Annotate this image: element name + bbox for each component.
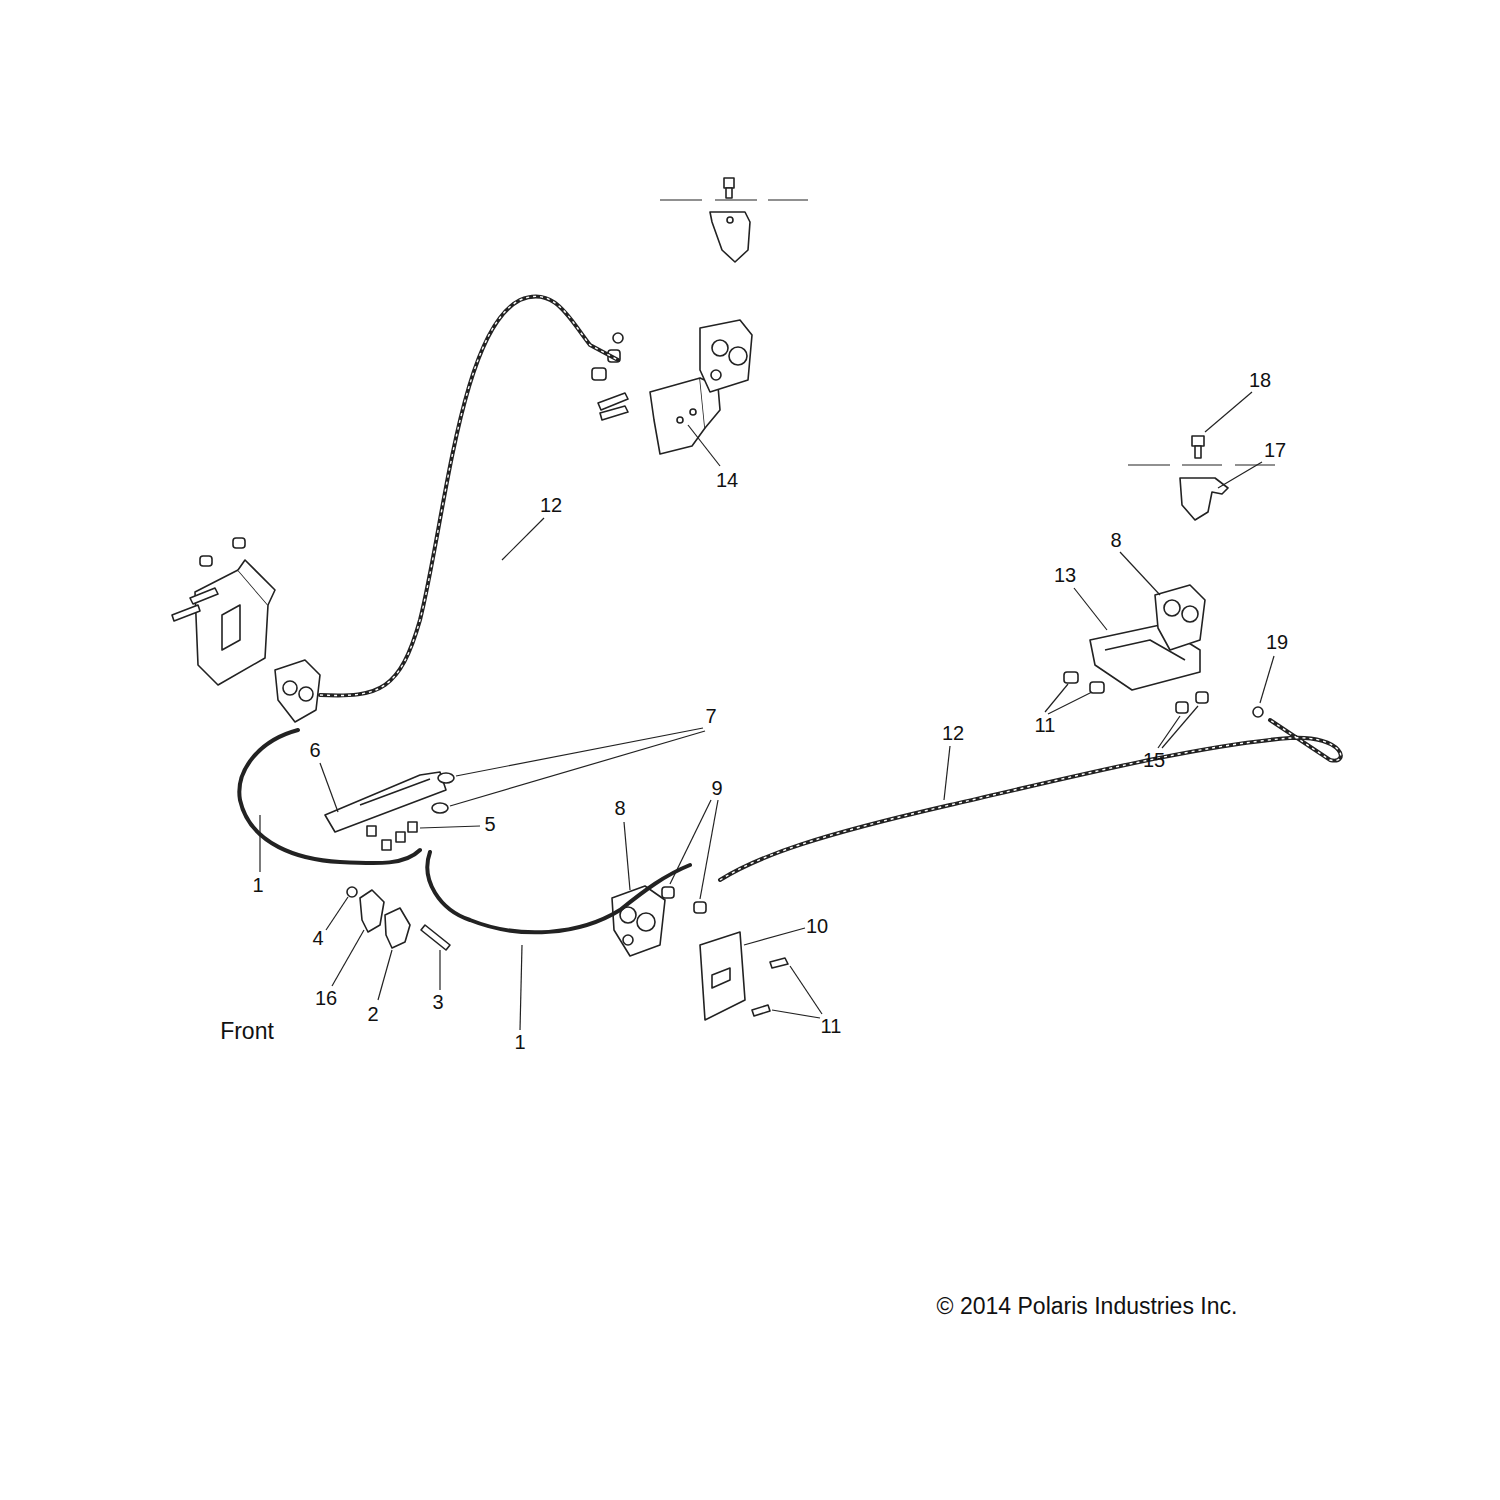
callout-number: 9 bbox=[711, 778, 722, 798]
callout-number: 8 bbox=[1110, 530, 1121, 550]
note-text: © 2014 Polaris Industries Inc. bbox=[937, 1295, 1238, 1318]
callout-number: 3 bbox=[432, 992, 443, 1012]
callout-number: 14 bbox=[716, 470, 738, 490]
callout-number: 11 bbox=[821, 1016, 842, 1036]
cable-clamp bbox=[347, 887, 450, 950]
callout-number: 12 bbox=[540, 495, 562, 515]
release-cable bbox=[239, 296, 1340, 932]
leader-line bbox=[260, 392, 1274, 1030]
callout-number: 1 bbox=[514, 1032, 525, 1052]
callout-number: 17 bbox=[1264, 440, 1286, 460]
callout-number: 18 bbox=[1249, 370, 1271, 390]
mount-bracket bbox=[1128, 436, 1275, 520]
latch-bracket bbox=[172, 538, 320, 722]
mount-bracket bbox=[660, 178, 808, 262]
callout-number: 8 bbox=[614, 798, 625, 818]
callout-number: 1 bbox=[252, 875, 263, 895]
note-text: Front bbox=[220, 1020, 274, 1043]
callout-number: 11 bbox=[1035, 715, 1056, 735]
latch-bracket bbox=[592, 320, 752, 454]
callout-number: 12 bbox=[942, 723, 964, 743]
callout-number: 6 bbox=[309, 740, 320, 760]
callout-number: 19 bbox=[1266, 632, 1288, 652]
callout-number: 7 bbox=[705, 706, 716, 726]
release-lever bbox=[325, 772, 454, 850]
latch bbox=[612, 886, 706, 956]
callout-number: 5 bbox=[484, 814, 495, 834]
latch-bracket bbox=[1064, 585, 1263, 717]
callout-number: 15 bbox=[1143, 750, 1165, 770]
callout-number: 16 bbox=[315, 988, 337, 1008]
callout-number: 10 bbox=[806, 916, 828, 936]
callout-number: 4 bbox=[312, 928, 323, 948]
latch-bracket bbox=[700, 932, 788, 1020]
callout-number: 2 bbox=[367, 1004, 378, 1024]
callout-number: 13 bbox=[1054, 565, 1076, 585]
